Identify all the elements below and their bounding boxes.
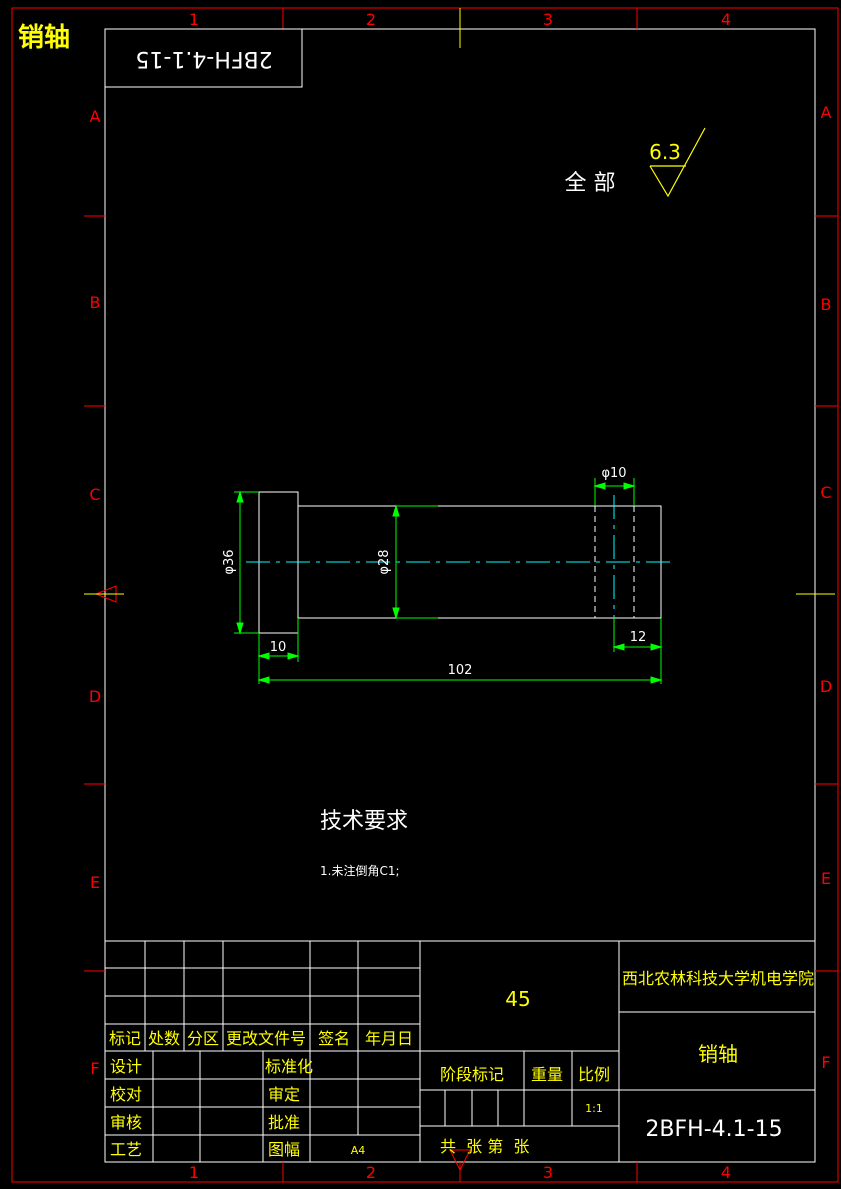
title-block-texts: 标记 处数 分区 更改文件号 签名 年月日 设计 校对 审核 工艺 标准化 审定… bbox=[109, 969, 814, 1159]
dimension-lines bbox=[234, 478, 663, 684]
roughness-label: 全 部 bbox=[565, 171, 616, 196]
sheet-info: 共 张 第 张 bbox=[440, 1137, 529, 1156]
center-lines bbox=[246, 495, 676, 630]
zone-ticks bbox=[84, 8, 838, 1182]
zone-row-f-left: F bbox=[90, 1059, 99, 1078]
sheet-size-value: A4 bbox=[351, 1144, 366, 1157]
material: 45 bbox=[505, 987, 530, 1011]
zone-row-d-right: D bbox=[820, 677, 832, 696]
zone-row-e-right: E bbox=[821, 869, 831, 888]
tech-req-item-1: 1.未注倒角C1; bbox=[320, 863, 400, 878]
rev-header-mark: 标记 bbox=[109, 1029, 141, 1048]
inner-frame bbox=[104, 28, 816, 1163]
zone-row-c-left: C bbox=[89, 485, 100, 504]
dim-head-diameter: φ36 bbox=[222, 549, 237, 574]
stage-label: 阶段标记 bbox=[440, 1065, 504, 1084]
rev-header-count: 处数 bbox=[148, 1029, 180, 1048]
outer-border bbox=[11, 7, 839, 1183]
role-sheet-size: 图幅 bbox=[268, 1140, 300, 1159]
role-review: 审核 bbox=[110, 1113, 142, 1132]
rev-header-sign: 签名 bbox=[318, 1029, 350, 1048]
role-check: 校对 bbox=[110, 1085, 142, 1104]
zone-col-1-bottom: 1 bbox=[189, 1163, 199, 1182]
scale-value: 1:1 bbox=[585, 1102, 603, 1115]
rev-header-doc: 更改文件号 bbox=[226, 1029, 306, 1048]
dim-total-length: 102 bbox=[448, 663, 473, 678]
zone-col-3-bottom: 3 bbox=[543, 1163, 553, 1182]
rev-header-date: 年月日 bbox=[365, 1029, 413, 1048]
zone-col-3-top: 3 bbox=[543, 10, 553, 29]
roughness-value: 6.3 bbox=[649, 140, 681, 164]
role-design: 设计 bbox=[110, 1057, 142, 1076]
zone-row-c-right: C bbox=[820, 483, 831, 502]
part-name: 销轴 bbox=[698, 1042, 738, 1066]
roughness-symbol bbox=[649, 127, 706, 198]
zone-col-2-top: 2 bbox=[366, 10, 376, 29]
zone-col-1-top: 1 bbox=[189, 10, 199, 29]
role-approve: 批准 bbox=[268, 1113, 300, 1132]
zone-row-f-right: F bbox=[821, 1053, 830, 1072]
scale-label: 比例 bbox=[578, 1065, 610, 1084]
part-code: 2BFH-4.1-15 bbox=[645, 1117, 782, 1142]
school-name: 西北农林科技大学机电学院 bbox=[622, 969, 814, 988]
dim-shaft-diameter: φ28 bbox=[377, 549, 392, 574]
zone-col-4-top: 4 bbox=[721, 10, 731, 29]
hidden-hole bbox=[594, 506, 635, 618]
dim-hole-position: 12 bbox=[630, 630, 647, 645]
zone-row-b-right: B bbox=[821, 295, 832, 314]
dimension-texts: φ36 φ28 φ10 10 12 102 bbox=[222, 466, 646, 678]
dim-hole-diameter: φ10 bbox=[601, 466, 626, 481]
rotated-code: 2BFH-4.1-15 bbox=[135, 46, 272, 71]
zone-col-2-bottom: 2 bbox=[366, 1163, 376, 1182]
zone-row-d-left: D bbox=[89, 687, 101, 706]
rev-header-zone: 分区 bbox=[187, 1029, 219, 1048]
zone-labels: 1 2 3 4 1 2 3 4 A B C D E F A B C D E F bbox=[89, 10, 832, 1182]
tech-req-title: 技术要求 bbox=[320, 809, 408, 834]
weight-label: 重量 bbox=[531, 1065, 563, 1084]
zone-col-4-bottom: 4 bbox=[721, 1163, 731, 1182]
zone-row-a-right: A bbox=[821, 103, 832, 122]
title-block-grid bbox=[105, 940, 815, 1162]
role-standard: 标准化 bbox=[265, 1057, 313, 1076]
drawing-title: 销轴 bbox=[18, 23, 70, 53]
code-box bbox=[104, 28, 303, 88]
role-process: 工艺 bbox=[110, 1140, 142, 1159]
orientation-arrow-bottom bbox=[449, 1149, 471, 1172]
dim-head-length: 10 bbox=[270, 640, 287, 655]
role-approve-review: 审定 bbox=[268, 1085, 300, 1104]
zone-row-a-left: A bbox=[90, 107, 101, 126]
zone-row-e-left: E bbox=[90, 873, 100, 892]
zone-row-b-left: B bbox=[90, 293, 101, 312]
